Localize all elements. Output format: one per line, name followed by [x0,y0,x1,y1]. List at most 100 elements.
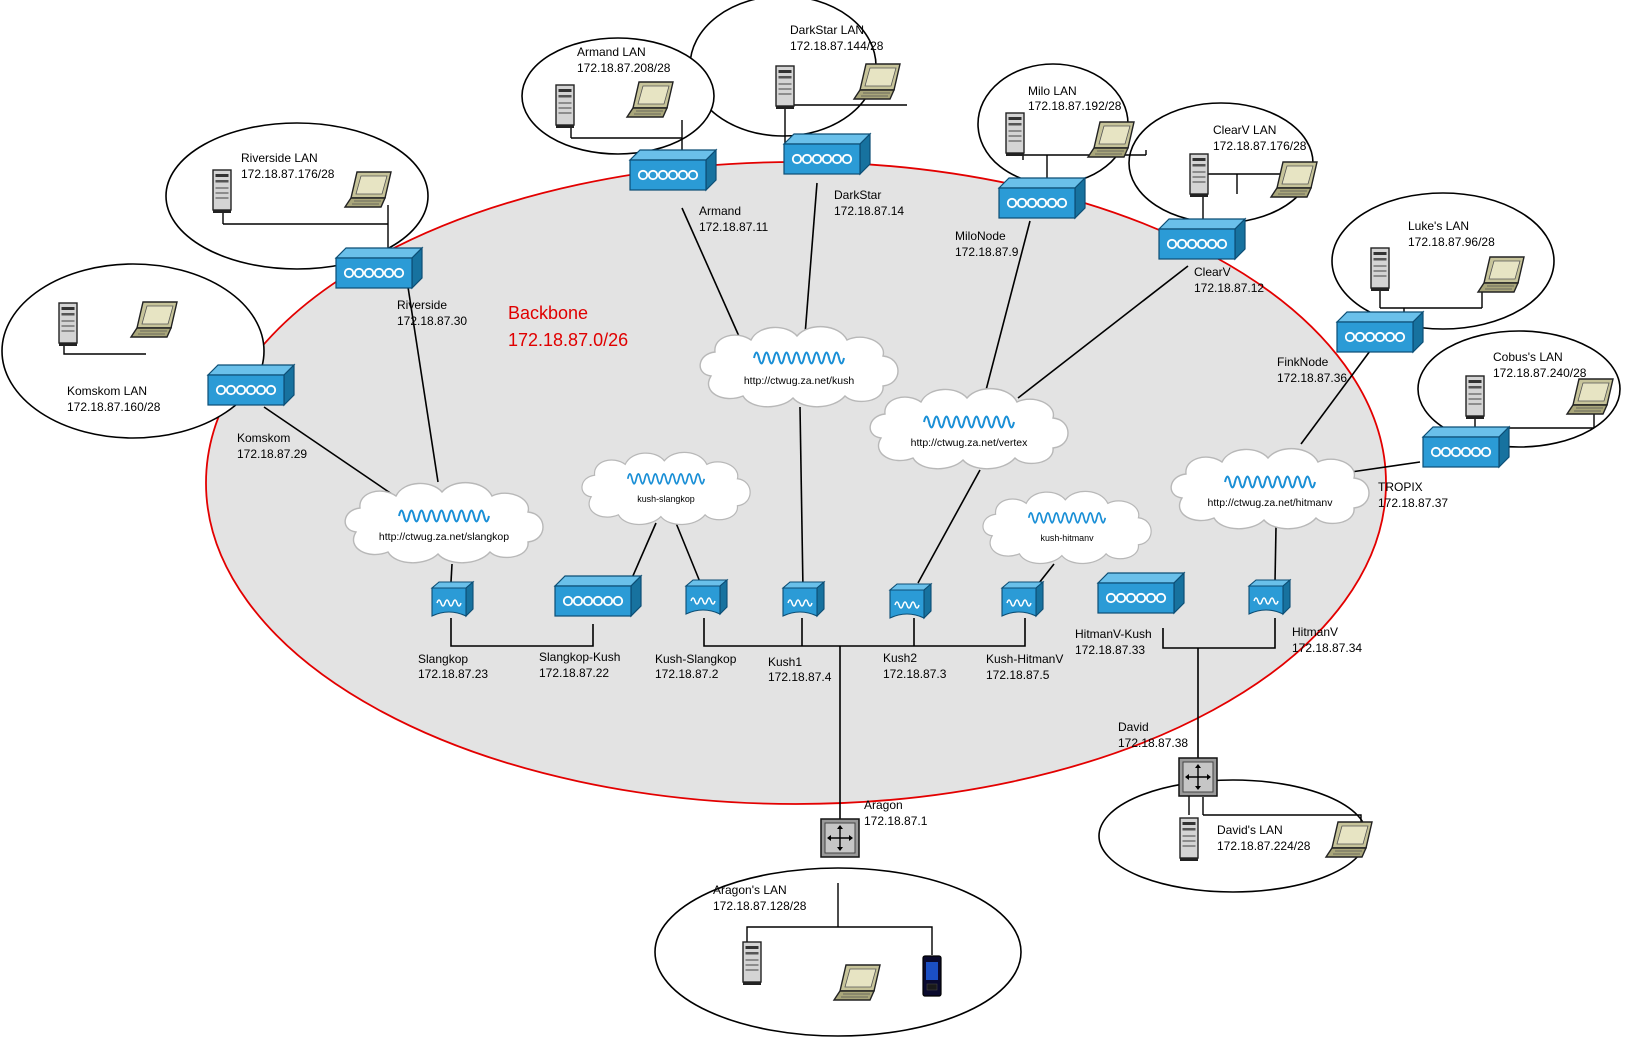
lan-name-cobus: Cobus's LAN [1493,350,1563,364]
bridge-kush2 [889,583,932,619]
access-point-clearv [1158,218,1246,260]
server-icon [1465,375,1485,420]
cloud-vertex: http://ctwug.za.net/vertex [869,387,1069,470]
node-ip-slangkop: 172.18.87.23 [418,667,488,681]
node-ip-kush1: 172.18.87.4 [768,670,832,684]
node-name-hitmanv: HitmanV [1292,625,1338,639]
pda-icon [922,955,942,997]
node-name-clearv: ClearV [1194,265,1231,279]
server-icon [775,65,795,110]
node-ip-kush-slangkop: 172.18.87.2 [655,667,719,681]
lan-name-clearv: ClearV LAN [1213,123,1276,137]
node-name-slangkop-kush: Slangkop-Kush [539,650,620,664]
lan-subnet-komskom: 172.18.87.160/28 [67,400,161,414]
node-ip-aragon: 172.18.87.1 [864,814,928,828]
lan-name-riverside: Riverside LAN [241,151,318,165]
access-point-komskom [207,364,295,406]
lan-wiring [63,104,1595,955]
node-ip-slangkop-kush: 172.18.87.22 [539,666,609,680]
cloud-label-kush-slangkop: kush-slangkop [637,494,695,504]
lan-subnet-davids: 172.18.87.224/28 [1217,839,1311,853]
node-name-kush2: Kush2 [883,651,917,665]
cloud-slangkop: http://ctwug.za.net/slangkop [344,481,544,564]
access-point-finknode [1336,311,1424,353]
node-ip-hitmanv-kush: 172.18.87.33 [1075,643,1145,657]
node-name-komskom: Komskom [237,431,290,445]
server-icon [1370,247,1390,292]
node-ip-tropix: 172.18.87.37 [1378,496,1448,510]
lan-subnet-milo: 172.18.87.192/28 [1028,99,1122,113]
server-icon [555,84,575,129]
node-ip-clearv: 172.18.87.12 [1194,281,1264,295]
lan-name-aragons: Aragon's LAN [713,883,787,897]
lan-subnet-aragons: 172.18.87.128/28 [713,899,807,913]
node-name-kush-slangkop: Kush-Slangkop [655,652,737,666]
access-point-milonode [998,177,1086,219]
node-name-david: David [1118,720,1149,734]
access-point-slangkop-kush [554,575,642,617]
backbone-subnet: 172.18.87.0/26 [508,330,628,350]
lan-subnet-armand: 172.18.87.208/28 [577,61,671,75]
server-icon [212,169,232,214]
server-icon [1179,817,1199,862]
node-ip-komskom: 172.18.87.29 [237,447,307,461]
cloud-kush: http://ctwug.za.net/kush [699,325,899,408]
cloud-kush-hitmanv: kush-hitmanv [982,490,1152,565]
bridge-hitmanv [1248,579,1291,615]
access-point-darkstar [783,133,871,175]
access-point-armand [629,149,717,191]
lan-subnet-cobus: 172.18.87.240/28 [1493,366,1587,380]
server-icon [1189,153,1209,198]
node-name-finknode: FinkNode [1277,355,1329,369]
lan-ellipse-riverside [165,122,429,270]
node-name-milonode: MiloNode [955,229,1006,243]
lan-subnet-darkstar: 172.18.87.144/28 [790,39,884,53]
server-icon [742,941,762,986]
node-ip-hitmanv: 172.18.87.34 [1292,641,1362,655]
lan-name-milo: Milo LAN [1028,84,1077,98]
backbone-links [263,182,1421,819]
node-ip-finknode: 172.18.87.36 [1277,371,1347,385]
cloud-hitmanv: http://ctwug.za.net/hitmanv [1170,447,1370,530]
router-david [1178,757,1218,797]
node-name-aragon: Aragon [864,798,903,812]
node-ip-milonode: 172.18.87.9 [955,245,1019,259]
cloud-label-kush-hitmanv: kush-hitmanv [1040,533,1093,543]
lan-subnet-clearv: 172.18.87.176/28 [1213,139,1307,153]
node-name-kush1: Kush1 [768,655,802,669]
access-point-hitmanv-kush [1097,572,1185,614]
cloud-label-vertex: http://ctwug.za.net/vertex [911,437,1028,449]
lan-name-davids: David's LAN [1217,823,1283,837]
node-name-tropix: TROPIX [1378,480,1423,494]
backbone-label: Backbone 172.18.87.0/26 [508,303,628,350]
lan-name-komskom: Komskom LAN [67,384,147,398]
node-name-armand: Armand [699,204,741,218]
access-point-tropix [1422,426,1510,468]
router-aragon [820,818,860,858]
cloud-kush-slangkop: kush-slangkop [581,451,751,526]
cloud-label-slangkop: http://ctwug.za.net/slangkop [379,531,509,543]
access-point-riverside [335,247,423,289]
bridge-kush-hitmanv [1001,581,1044,617]
lan-labels: DarkStar LAN 172.18.87.144/28 Armand LAN… [67,23,1587,913]
node-name-riverside: Riverside [397,298,447,312]
bridge-kush-slangkop [685,579,728,615]
node-name-kush-hitmanv: Kush-HitmanV [986,652,1063,666]
lan-name-darkstar: DarkStar LAN [790,23,864,37]
backbone-name: Backbone [508,303,588,323]
node-ip-riverside: 172.18.87.30 [397,314,467,328]
node-name-darkstar: DarkStar [834,188,881,202]
node-ip-armand: 172.18.87.11 [699,220,769,234]
node-ip-kush2: 172.18.87.3 [883,667,947,681]
server-icon [1005,112,1025,157]
lan-ellipse-lukes [1331,192,1555,330]
server-icon [58,302,78,347]
node-labels: Armand 172.18.87.11 DarkStar 172.18.87.1… [237,188,1448,828]
node-ip-david: 172.18.87.38 [1118,736,1188,750]
lan-subnet-lukes: 172.18.87.96/28 [1408,235,1495,249]
lan-name-armand: Armand LAN [577,45,646,59]
cloud-label-kush: http://ctwug.za.net/kush [744,375,854,387]
cloud-label-hitmanv: http://ctwug.za.net/hitmanv [1208,497,1334,509]
node-ip-darkstar: 172.18.87.14 [834,204,904,218]
